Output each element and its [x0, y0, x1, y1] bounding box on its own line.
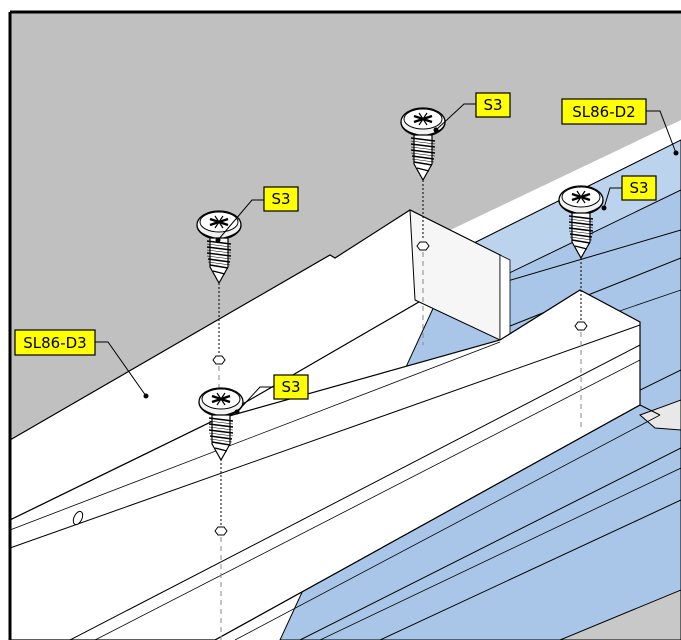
callout-sl86-d2: SL86-D2 [561, 98, 647, 125]
leader-dots [143, 127, 679, 415]
callout-s3-bottom: S3 [273, 374, 309, 400]
callout-s3-left: S3 [263, 186, 299, 212]
hole-marker [214, 526, 228, 536]
callout-label: SL86-D2 [572, 103, 635, 121]
hole-marker [416, 241, 430, 251]
callout-label: S3 [281, 378, 300, 396]
callout-label: SL86-D3 [23, 334, 86, 352]
rail-sl86-d3 [9, 209, 661, 640]
hole-marker [212, 355, 226, 365]
callout-label: S3 [483, 96, 502, 114]
callout-label: S3 [271, 190, 290, 208]
callout-label: S3 [629, 179, 648, 197]
leader-lines [92, 103, 677, 413]
hole-marker [574, 321, 588, 331]
callout-s3-top: S3 [475, 92, 511, 118]
callout-sl86-d3: SL86-D3 [14, 329, 96, 356]
grey-panel [10, 12, 681, 440]
callout-s3-right: S3 [621, 175, 657, 201]
